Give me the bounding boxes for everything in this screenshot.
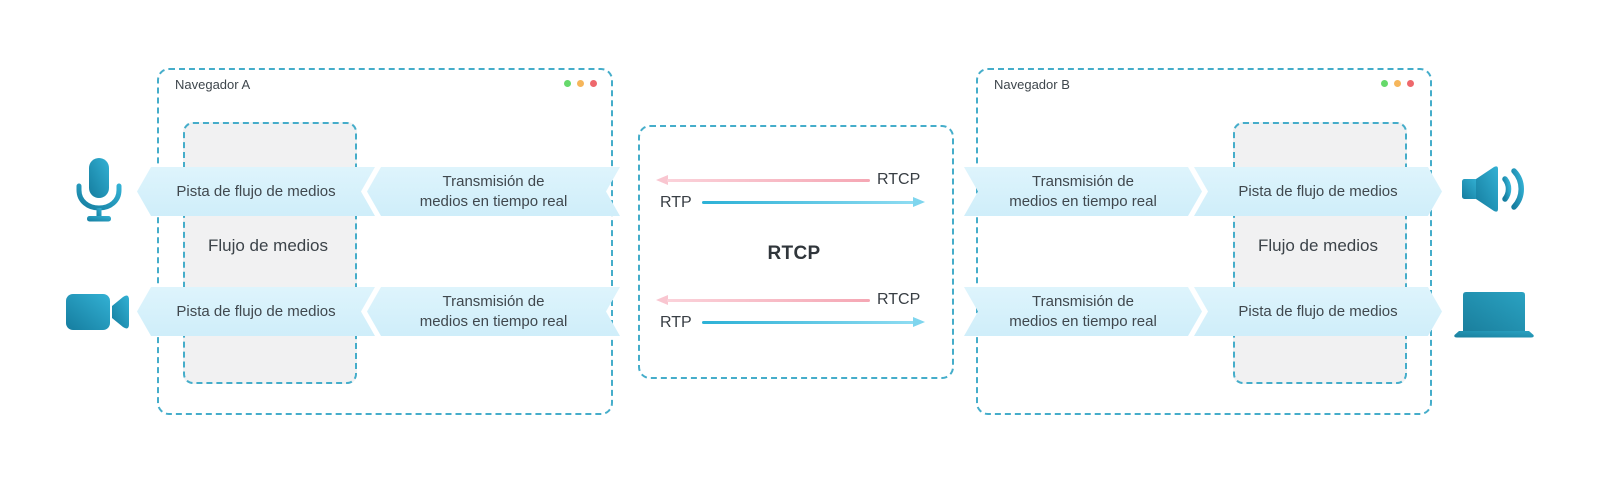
microphone-icon xyxy=(76,157,122,228)
track-label: Pista de flujo de medios xyxy=(176,302,336,320)
window-dot-green-icon xyxy=(1381,80,1388,87)
browser-b-media-stream-label: Flujo de medios xyxy=(1257,236,1378,255)
browser-a-media-stream-label: Flujo de medios xyxy=(207,236,328,255)
rtcp-arrow-head-icon xyxy=(656,295,668,305)
rtcp-flow-label: RTCP xyxy=(877,291,921,308)
browser-a-track-audio: Pista de flujo de medios xyxy=(137,167,375,216)
rtp-arrow-line xyxy=(702,321,914,324)
browser-a-track-video: Pista de flujo de medios xyxy=(137,287,375,336)
rtp-flow-label: RTP xyxy=(660,194,692,211)
network-transport-box xyxy=(638,125,954,379)
rtcp-arrow-line xyxy=(667,299,870,302)
browser-b-window-dots xyxy=(1381,80,1414,87)
browser-b-media-stream-box xyxy=(1233,122,1407,384)
rtp-arrow-line xyxy=(702,201,914,204)
laptop-icon xyxy=(1453,290,1535,343)
browser-b-track-audio: Pista de flujo de medios xyxy=(1194,167,1442,216)
network-center-label: RTCP xyxy=(767,243,821,264)
rtp-arrow-head-icon xyxy=(913,197,925,207)
rtcp-flow-label: RTCP xyxy=(877,171,921,188)
browser-a-window-dots xyxy=(564,80,597,87)
track-label: Pista de flujo de medios xyxy=(176,182,336,200)
video-camera-icon xyxy=(66,292,129,337)
window-dot-red-icon xyxy=(590,80,597,87)
browser-b-window xyxy=(976,68,1432,415)
rtcp-arrow-head-icon xyxy=(656,175,668,185)
window-dot-green-icon xyxy=(564,80,571,87)
browser-a-title: Navegador A xyxy=(175,77,251,92)
browser-a-media-stream-box xyxy=(183,122,357,384)
browser-a-window xyxy=(157,68,613,415)
window-dot-red-icon xyxy=(1407,80,1414,87)
browser-b-title: Navegador B xyxy=(994,77,1070,92)
rtcp-arrow-line xyxy=(667,179,870,182)
rtp-arrow-head-icon xyxy=(913,317,925,327)
window-dot-orange-icon xyxy=(1394,80,1401,87)
window-dot-orange-icon xyxy=(577,80,584,87)
track-label: Pista de flujo de medios xyxy=(1238,302,1398,320)
track-label: Pista de flujo de medios xyxy=(1238,182,1398,200)
browser-b-track-video: Pista de flujo de medios xyxy=(1194,287,1442,336)
speaker-icon xyxy=(1462,165,1524,218)
rtp-flow-label: RTP xyxy=(660,314,692,331)
